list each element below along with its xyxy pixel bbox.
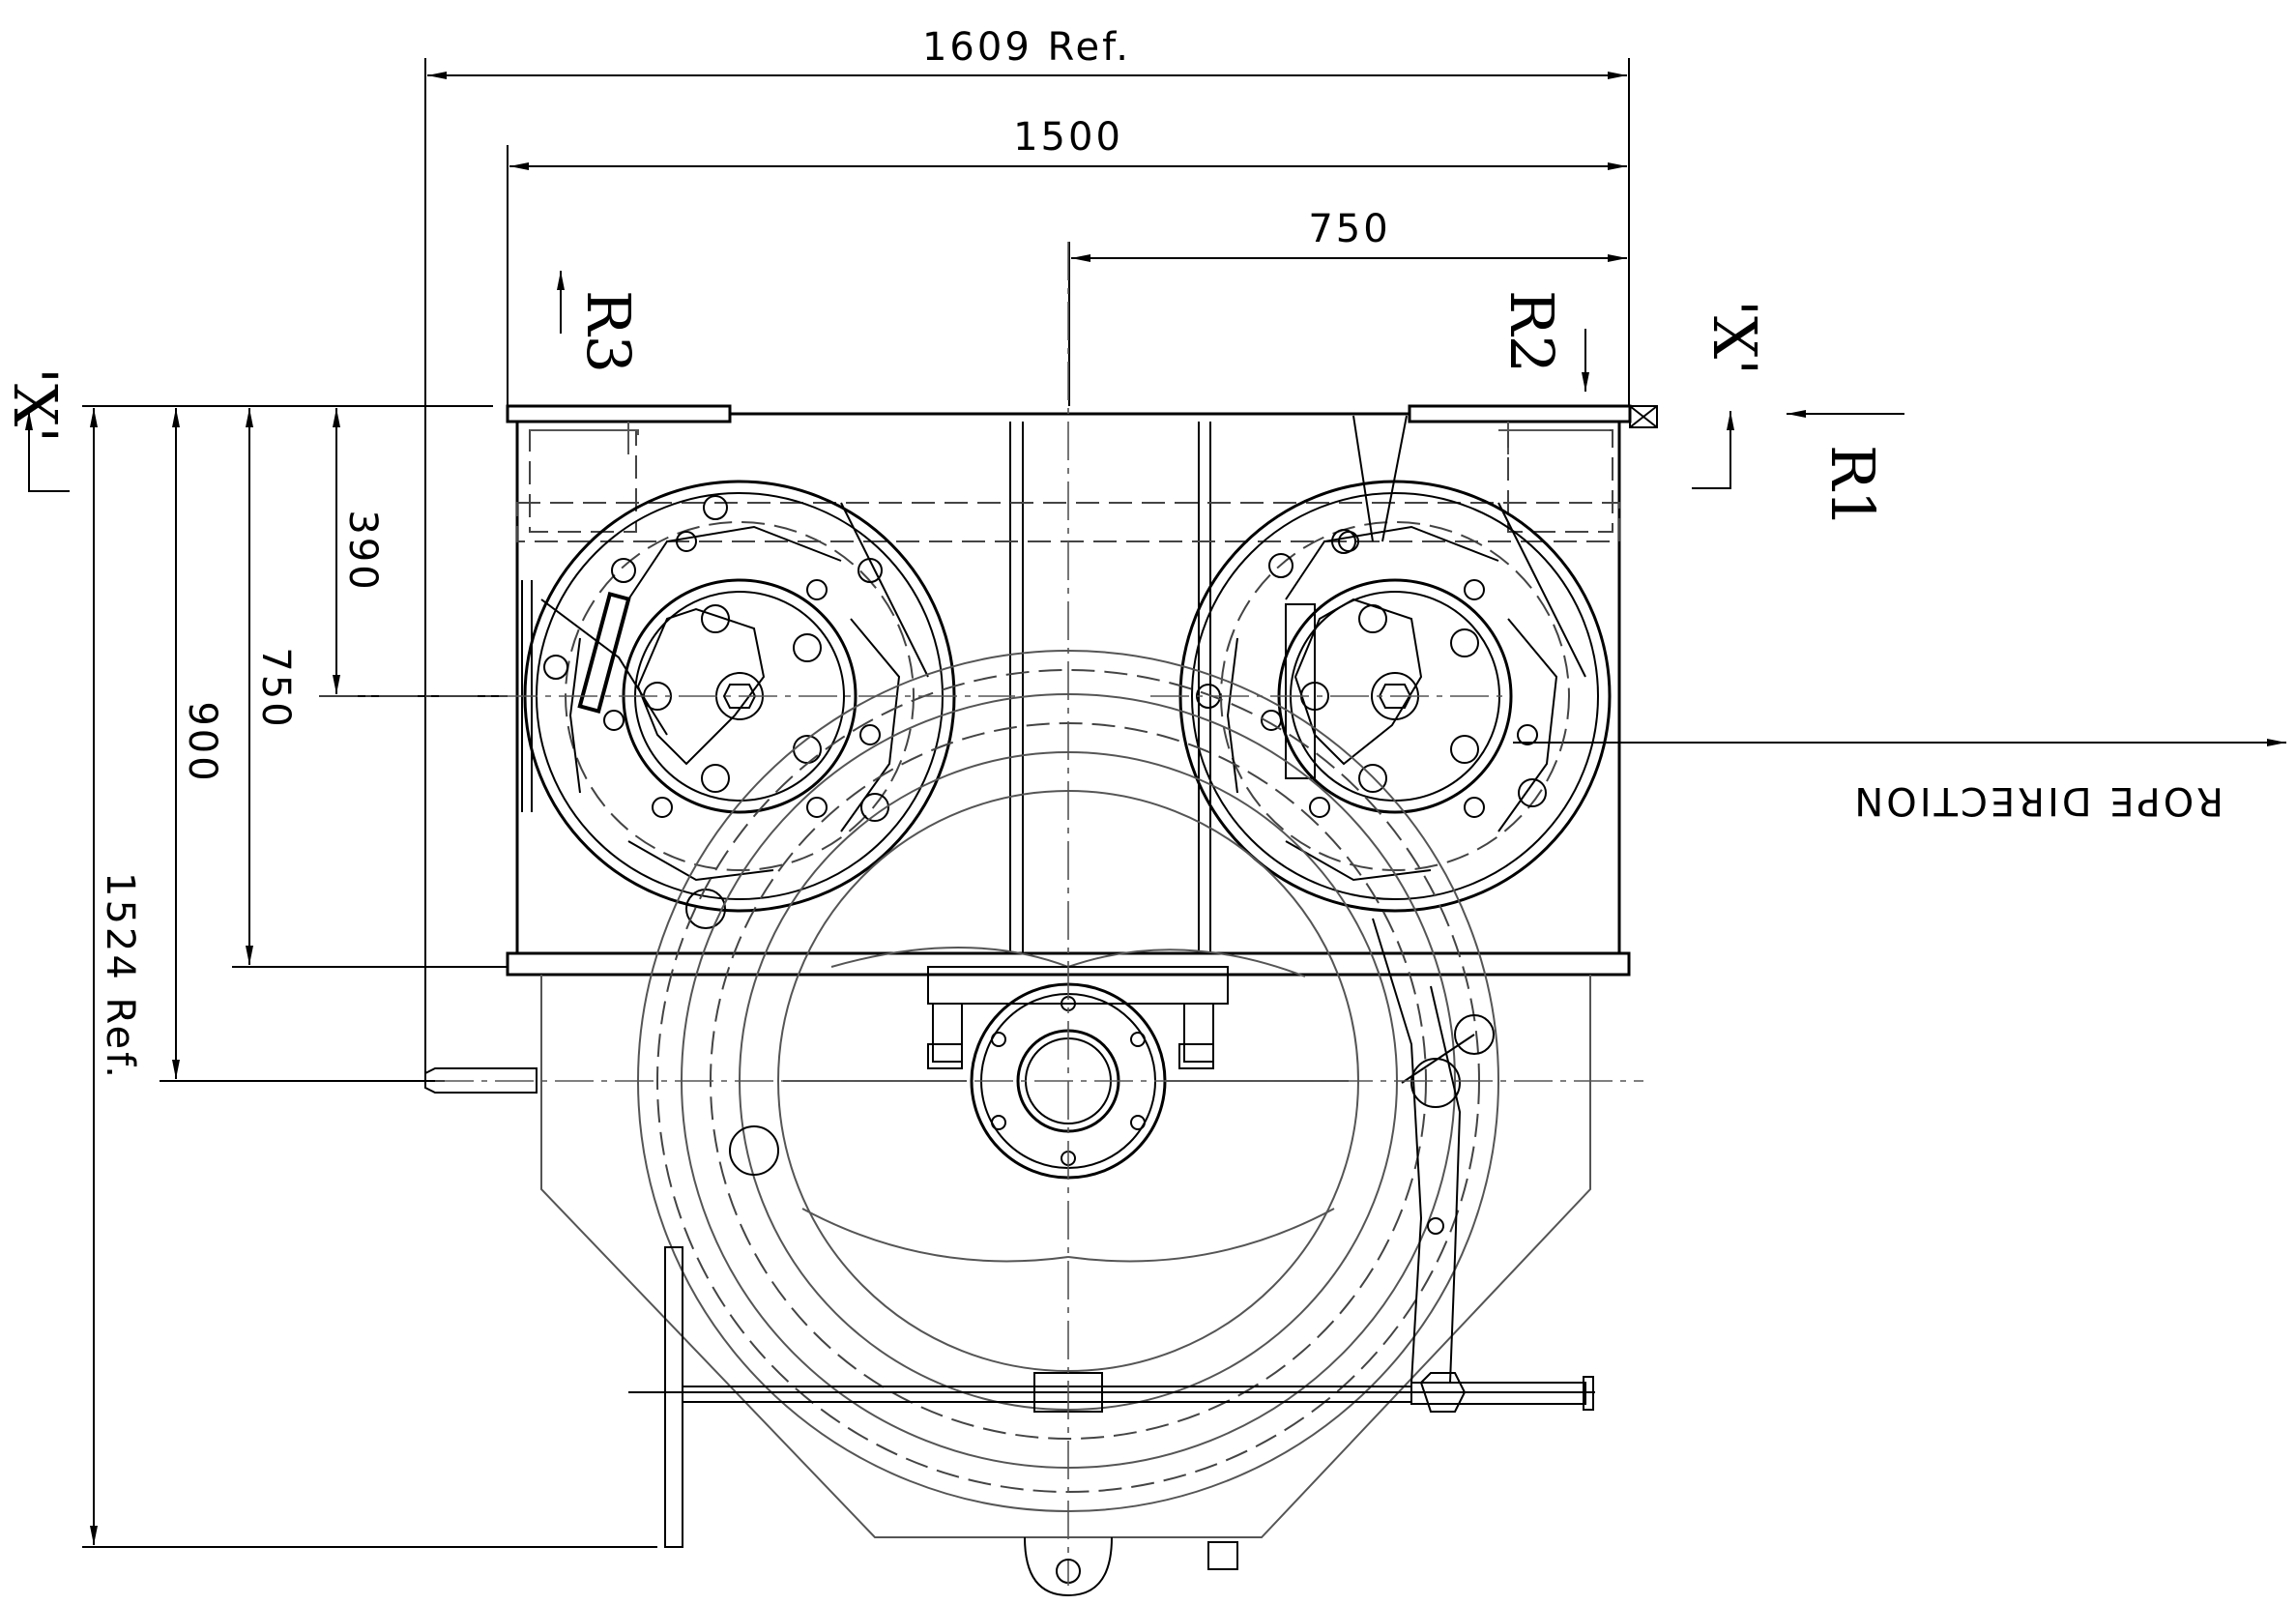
dimension-900: 900 <box>172 408 224 1079</box>
roller-r3 <box>521 480 956 929</box>
section-marker-left: 'X' <box>0 367 71 492</box>
roller-r3-label: R3 <box>557 271 644 373</box>
center-lines <box>319 242 1643 1586</box>
dim-900-text: 900 <box>180 701 224 783</box>
r1-text: R1 <box>1817 445 1888 528</box>
rope-direction-indicator: ROPE DIRECTION <box>1513 739 2286 823</box>
dimension-inner-width: 1500 <box>507 115 1627 406</box>
pinch-arm <box>729 918 1495 1384</box>
section-right-text: 'X' <box>1700 300 1770 375</box>
dimension-half-width: 750 <box>1068 207 1627 406</box>
rope-direction-text: ROPE DIRECTION <box>1851 778 2223 823</box>
dim-750v-text: 750 <box>253 647 298 729</box>
handwheel-shaft <box>424 1067 1595 1548</box>
r2-text: R2 <box>1497 290 1567 373</box>
roller-r2-label: R2 <box>1497 290 1589 392</box>
dim-1524-text: 1524 Ref. <box>98 872 142 1081</box>
dimension-390: 390 <box>333 408 385 694</box>
roller-r2 <box>1178 415 1612 913</box>
section-marker-right: 'X' <box>1692 300 1770 489</box>
r3-text: R3 <box>573 290 644 373</box>
dim-overall-width-text: 1609 Ref. <box>922 25 1131 70</box>
dim-inner-width-text: 1500 <box>1013 115 1123 160</box>
dimension-overall-width: 1609 Ref. <box>424 25 1630 1073</box>
section-left-text: 'X' <box>0 367 71 443</box>
dimension-750-vertical: 750 <box>246 408 298 965</box>
dimension-1524: 1524 Ref. <box>90 408 142 1545</box>
dim-390-text: 390 <box>340 510 385 592</box>
dim-half-width-text: 750 <box>1308 207 1390 251</box>
roller-r1-label: R1 <box>1787 410 1904 528</box>
top-frame-plate <box>506 404 1658 428</box>
